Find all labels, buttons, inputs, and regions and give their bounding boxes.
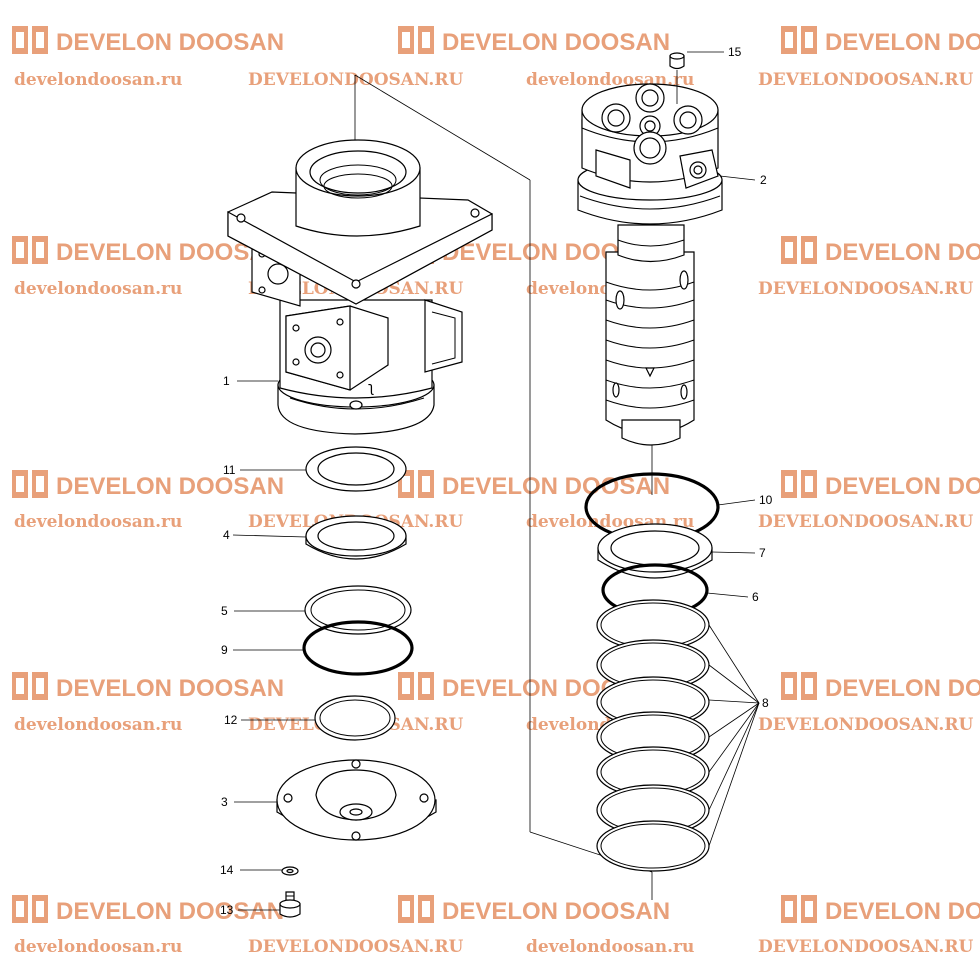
watermark-logo-text: DEVELON DOOSAN — [442, 898, 670, 925]
callout-10: 10 — [759, 493, 773, 507]
watermark-logo-text: DEVELON DOOSAN — [825, 29, 980, 56]
callout-7: 7 — [759, 546, 766, 560]
watermark-logo: DEVELON DOOSAN — [12, 895, 284, 925]
callout-14: 14 — [220, 863, 234, 877]
watermark-url: develondoosan.ru — [14, 70, 182, 90]
callout-4: 4 — [223, 528, 230, 542]
part-backup-ring-7 — [597, 523, 713, 579]
watermark-logo-text: DEVELON DOOSAN — [56, 29, 284, 56]
callout-1: 1 — [223, 374, 230, 388]
watermark-logo: DEVELON DOOSAN — [12, 26, 284, 56]
watermark-logo: DEVELON DOOSAN — [781, 26, 980, 56]
watermark-logo: DEVELON DOOSAN — [12, 672, 284, 702]
part-ring-4 — [305, 515, 407, 560]
watermark-logo: DEVELON DOOSAN — [398, 26, 670, 56]
watermark-logo: DEVELON DOOSAN — [781, 470, 980, 500]
callout-9: 9 — [221, 643, 228, 657]
watermark-logo-text: DEVELON DOOSAN — [56, 898, 284, 925]
watermark-url: develondoosan.ru — [14, 715, 182, 735]
watermark-url: develondoosan.ru — [14, 512, 182, 532]
callout-5: 5 — [221, 604, 228, 618]
watermark-logo-text: DEVELON DOOSAN — [442, 29, 670, 56]
part-ring-11 — [305, 446, 407, 492]
watermark-url: DEVELONDOOSAN.RU — [758, 279, 973, 299]
callout-8: 8 — [762, 696, 769, 710]
part-bolt — [279, 891, 301, 918]
callout-2: 2 — [760, 173, 767, 187]
part-ring-5 — [304, 585, 412, 635]
watermark-url: DEVELONDOOSAN.RU — [248, 937, 463, 957]
callout-11: 11 — [223, 463, 236, 477]
watermark-url: DEVELONDOOSAN.RU — [758, 70, 973, 90]
watermark-url: develondoosan.ru — [14, 937, 182, 957]
callouts: 1 2 3 4 5 6 7 8 9 10 11 12 13 14 15 — [220, 45, 773, 917]
part-plug — [669, 52, 685, 104]
watermark-logo: DEVELON DOOSAN — [781, 895, 980, 925]
watermark-logo-text: DEVELON DOOSAN — [56, 473, 284, 500]
callout-12: 12 — [224, 713, 238, 727]
callout-15: 15 — [728, 45, 742, 59]
watermark-logo-text: DEVELON DOOSAN — [56, 675, 284, 702]
svg-text:ʅ: ʅ — [368, 380, 374, 396]
part-swivel-spool — [577, 83, 723, 446]
watermark-logo-text: DEVELON DOOSAN — [825, 473, 980, 500]
part-cover-plate — [276, 759, 437, 841]
callout-13: 13 — [220, 903, 234, 917]
part-body-housing: ʅ — [227, 139, 493, 435]
part-oring-9 — [302, 620, 414, 676]
part-seal-stack-8 — [596, 599, 710, 872]
watermark-logo: DEVELON DOOSAN — [398, 895, 670, 925]
watermark-url: develondoosan.ru — [526, 937, 694, 957]
watermark-logo: DEVELON DOOSAN — [398, 470, 670, 500]
watermark-logo: DEVELON DOOSAN — [12, 236, 284, 266]
watermark-url: DEVELONDOOSAN.RU — [758, 715, 973, 735]
watermark-logo: DEVELON DOOSAN — [781, 672, 980, 702]
watermark-url: DEVELONDOOSAN.RU — [248, 70, 463, 90]
watermark-logo-text: DEVELON DOOSAN — [442, 473, 670, 500]
watermark-logo-text: DEVELON DOOSAN — [825, 675, 980, 702]
watermark-url: DEVELONDOOSAN.RU — [758, 937, 973, 957]
watermark-logo-text: DEVELON DOOSAN — [825, 239, 980, 266]
watermark-logo: DEVELON DOOSAN — [781, 236, 980, 266]
watermark-url: DEVELONDOOSAN.RU — [758, 512, 973, 532]
watermark-layer: DEVELON DOOSAN DEVELON DOOSAN DEVELON DO… — [12, 26, 980, 957]
part-ring-12 — [314, 695, 396, 741]
callout-3: 3 — [221, 795, 228, 809]
watermark-logo: DEVELON DOOSAN — [12, 470, 284, 500]
watermark-url: develondoosan.ru — [14, 279, 182, 299]
part-washer — [281, 866, 299, 876]
watermark-logo-text: DEVELON DOOSAN — [825, 898, 980, 925]
callout-6: 6 — [752, 590, 759, 604]
leader-lines — [232, 51, 760, 911]
